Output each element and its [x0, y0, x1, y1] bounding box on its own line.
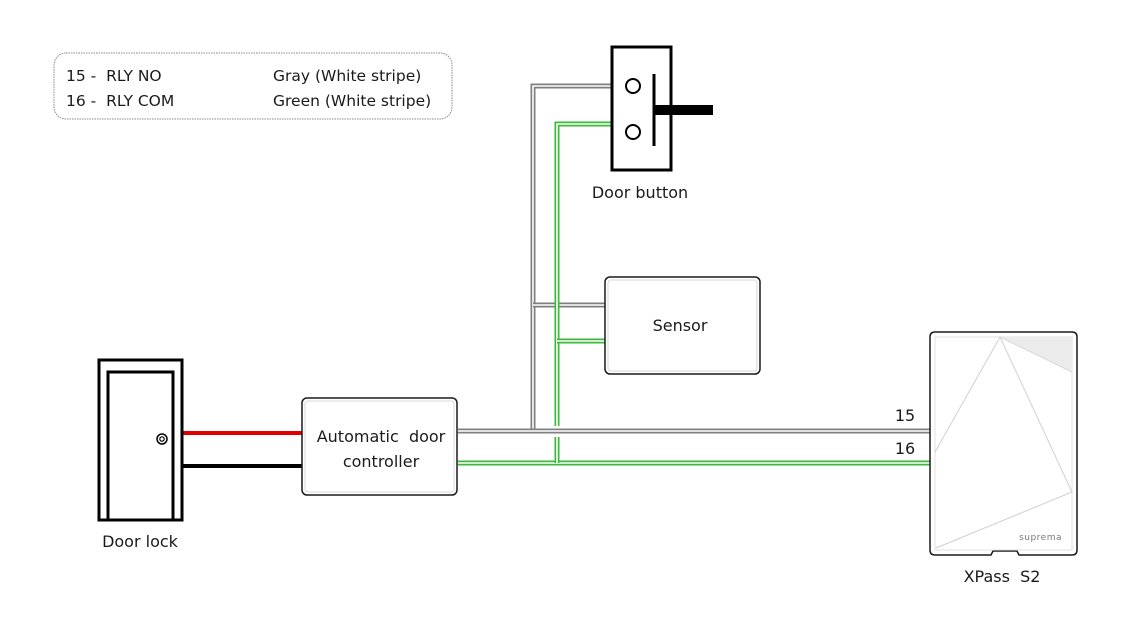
- controller-label-line2: controller: [343, 452, 420, 471]
- xpass-s2-reader: suprema XPass S2: [929, 331, 1078, 586]
- legend-frame: [53, 52, 453, 120]
- door-leaf-icon: [106, 370, 175, 522]
- legend-pin-16: 16 - RLY COM: [66, 92, 174, 110]
- door-button: Door button: [592, 45, 713, 202]
- sensor-label: Sensor: [653, 316, 708, 335]
- sensor: Sensor: [604, 276, 761, 375]
- wire-16-green: [458, 121, 930, 466]
- terminal-top-icon: [625, 78, 641, 94]
- pin-15-label: 15: [895, 406, 915, 425]
- reader-facet-lines: [934, 335, 1073, 549]
- sensor-box: [604, 276, 761, 375]
- door-lock: Door lock: [97, 358, 184, 551]
- legend-pin-15: 15 - RLY NO: [66, 67, 162, 85]
- controller-label-line1: Automatic door: [317, 427, 446, 446]
- automatic-door-controller: Automatic door controller: [301, 397, 458, 496]
- terminal-bottom-icon: [625, 124, 641, 140]
- reader-body: [929, 331, 1078, 556]
- door-button-label: Door button: [592, 183, 688, 202]
- pin-16-label: 16: [895, 439, 915, 458]
- door-lock-label: Door lock: [102, 532, 179, 551]
- suprema-logo: suprema: [1019, 533, 1062, 543]
- legend-wire-15: Gray (White stripe): [273, 67, 421, 85]
- wire-15-gray: [458, 83, 930, 434]
- controller-box: [301, 397, 458, 496]
- push-plunger-icon: [654, 105, 713, 115]
- legend-wire-16: Green (White stripe): [273, 92, 431, 110]
- reader-label: XPass S2: [964, 567, 1041, 586]
- legend: 15 - RLY NO Gray (White stripe) 16 - RLY…: [53, 52, 453, 120]
- door-knob-icon: [156, 433, 168, 445]
